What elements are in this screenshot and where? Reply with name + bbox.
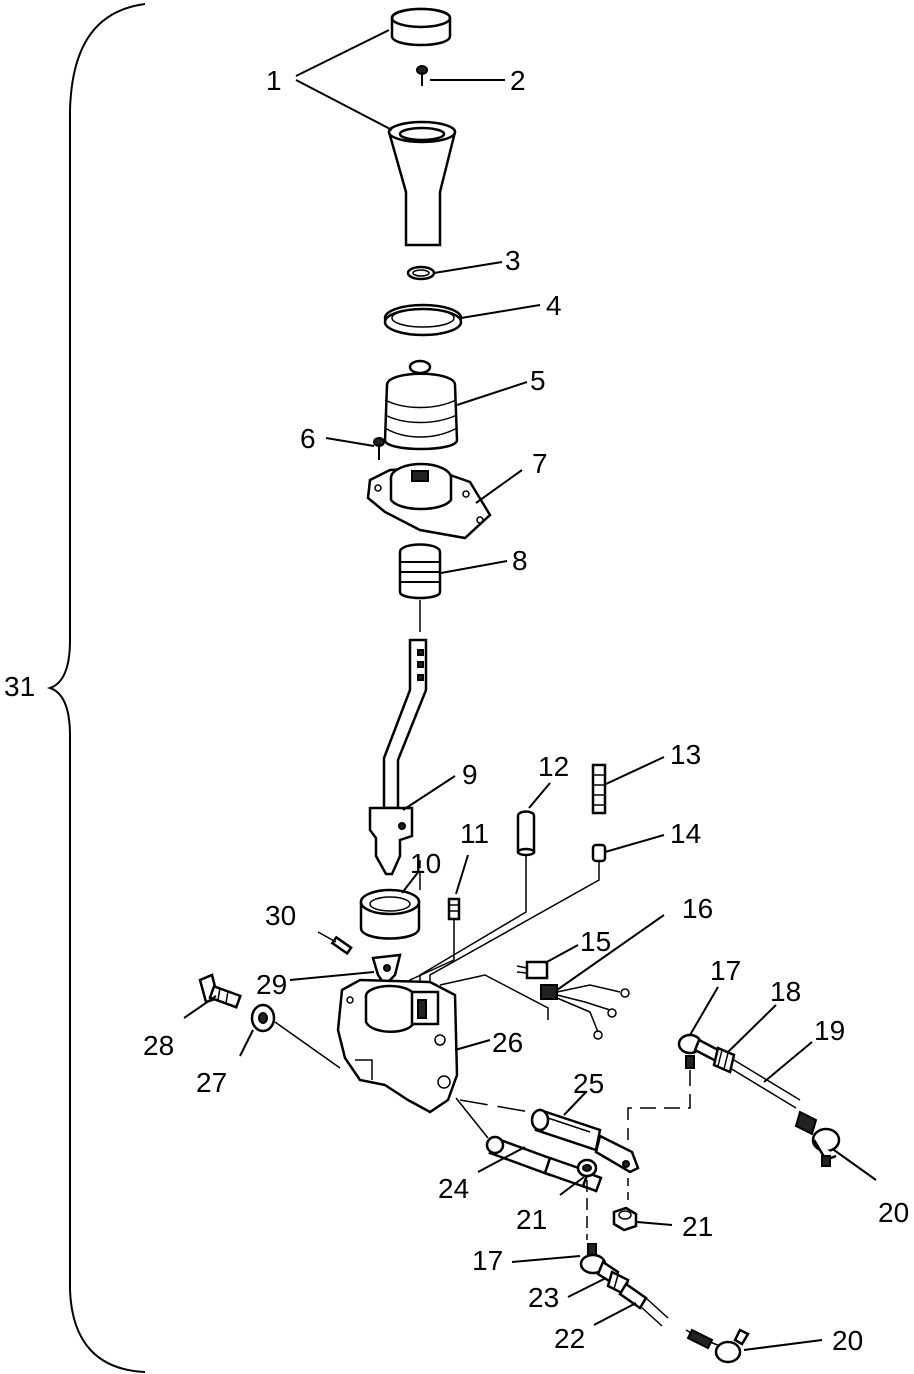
label-part-15: 15 <box>580 926 611 957</box>
label-part-17-upper: 17 <box>710 955 741 986</box>
label-part-10: 10 <box>410 848 441 879</box>
housing-26 <box>336 978 459 1114</box>
ball-joint-20-lower <box>685 1328 750 1364</box>
label-part-29: 29 <box>256 969 287 1000</box>
label-part-21-right: 21 <box>682 1211 713 1242</box>
screw-6 <box>373 437 385 460</box>
plate-7 <box>366 462 492 540</box>
bushing-10 <box>359 888 421 940</box>
label-part-27: 27 <box>196 1067 227 1098</box>
label-part-26: 26 <box>492 1027 523 1058</box>
plunger-14 <box>591 843 607 863</box>
label-part-21-center: 21 <box>516 1204 547 1235</box>
label-part-17-lower: 17 <box>472 1245 503 1276</box>
label-part-1: 1 <box>266 65 282 96</box>
label-part-3: 3 <box>505 245 521 276</box>
label-part-12: 12 <box>538 751 569 782</box>
label-part-23: 23 <box>528 1282 559 1313</box>
nut-21-right <box>612 1206 638 1232</box>
screw-2 <box>416 65 428 86</box>
label-part-19: 19 <box>814 1015 845 1046</box>
ring-3 <box>406 265 436 281</box>
label-part-13: 13 <box>670 739 701 770</box>
label-part-20-lower: 20 <box>832 1325 863 1356</box>
label-part-8: 8 <box>512 545 528 576</box>
label-part-4: 4 <box>546 290 562 321</box>
knob-cap <box>390 7 452 47</box>
bolt-28 <box>198 973 242 1009</box>
label-part-20-upper: 20 <box>878 1197 909 1228</box>
knob-body <box>387 120 457 247</box>
spring-11 <box>447 897 461 960</box>
leader-lines <box>183 29 877 1351</box>
bellows-8 <box>398 543 442 632</box>
pin-30 <box>317 931 353 956</box>
label-part-2: 2 <box>510 65 526 96</box>
nut-21-center <box>576 1158 598 1178</box>
sensor-16 <box>540 984 630 1040</box>
label-part-7: 7 <box>532 448 548 479</box>
label-part-9: 9 <box>462 759 478 790</box>
shift-lever-9 <box>368 638 428 876</box>
label-part-18: 18 <box>770 976 801 1007</box>
boot-5 <box>383 359 459 451</box>
switch-15 <box>516 960 549 980</box>
assembly-brace <box>46 3 146 1373</box>
pin-12 <box>516 810 536 857</box>
label-part-5: 5 <box>530 365 546 396</box>
spring-13 <box>591 763 607 815</box>
tie-rod-22 <box>618 1282 669 1327</box>
washer-27 <box>250 1003 341 1069</box>
label-part-25: 25 <box>573 1068 604 1099</box>
label-part-24: 24 <box>438 1173 469 1204</box>
label-part-22: 22 <box>554 1323 585 1354</box>
label-part-31: 31 <box>4 671 35 702</box>
ball-joint-20-upper <box>811 1127 841 1167</box>
link-25 <box>459 1099 640 1174</box>
ball-joint-17-lower <box>579 1180 620 1286</box>
label-part-30: 30 <box>265 900 296 931</box>
label-part-16: 16 <box>682 893 713 924</box>
label-part-28: 28 <box>143 1030 174 1061</box>
tie-rod-19 <box>729 1059 818 1136</box>
label-part-14: 14 <box>670 818 701 849</box>
label-part-11: 11 <box>460 818 489 849</box>
label-part-6: 6 <box>300 423 316 454</box>
ball-joint-17-upper <box>627 1033 724 1205</box>
ring-4 <box>383 303 463 337</box>
